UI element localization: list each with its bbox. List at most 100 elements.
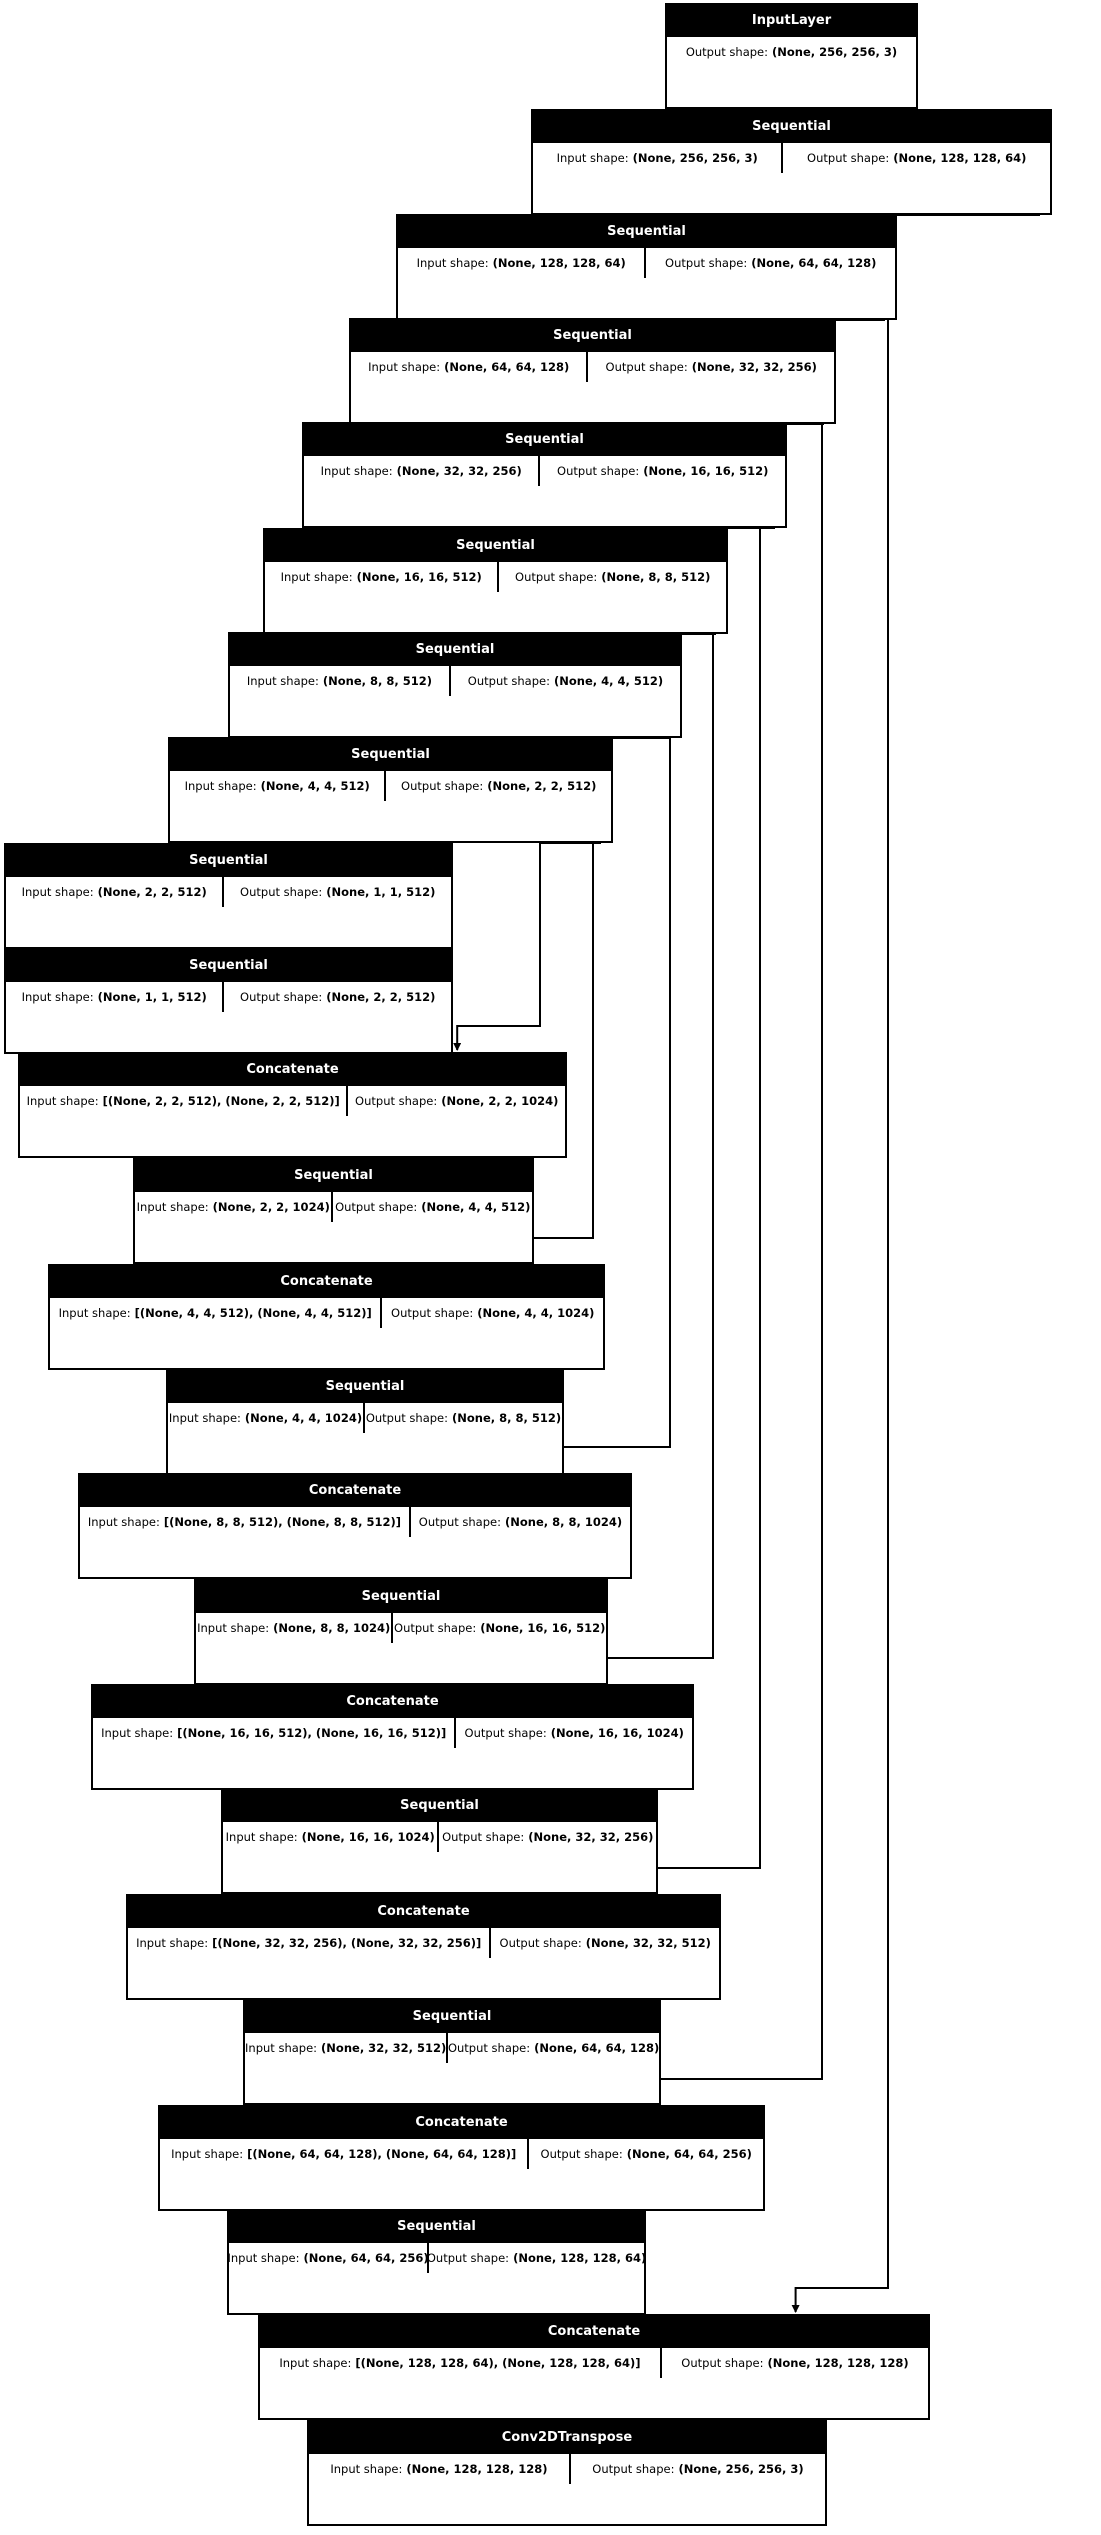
output-shape-cell: Output shape:(None, 8, 8, 512) (499, 562, 726, 592)
input-shape-prefix: Input shape: (87, 1515, 160, 1529)
input-shape-prefix: Input shape: (225, 1830, 298, 1844)
input-shape-prefix: Input shape: (26, 1094, 99, 1108)
input-shape-prefix: Input shape: (229, 2251, 300, 2265)
input-shape-cell: Input shape:(None, 4, 4, 512) (170, 771, 387, 801)
layer-shape-row: Input shape:[(None, 64, 64, 128), (None,… (160, 2139, 763, 2169)
layer-shape-row: Input shape:(None, 64, 64, 256)Output sh… (229, 2243, 644, 2273)
input-shape-value: (None, 32, 32, 256) (396, 464, 522, 478)
output-shape-value: (None, 256, 256, 3) (772, 45, 898, 59)
output-shape-value: (None, 32, 32, 256) (528, 1830, 654, 1844)
layer-type-label: Concatenate (80, 1475, 630, 1507)
output-shape-prefix: Output shape: (499, 1936, 582, 1950)
input-shape-value: (None, 128, 128, 128) (406, 2462, 548, 2476)
input-shape-value: (None, 8, 8, 512) (322, 674, 433, 688)
output-shape-prefix: Output shape: (240, 885, 323, 899)
input-shape-prefix: Input shape: (136, 1200, 209, 1214)
layer-type-label: Sequential (351, 320, 834, 352)
output-shape-value: (None, 128, 128, 64) (893, 151, 1027, 165)
input-shape-cell: Input shape:(None, 8, 8, 512) (230, 666, 451, 696)
output-shape-prefix: Output shape: (592, 2462, 675, 2476)
layer-shape-row: Input shape:(None, 128, 128, 128)Output … (309, 2454, 825, 2484)
input-shape-prefix: Input shape: (171, 2147, 244, 2161)
output-shape-cell: Output shape:(None, 2, 2, 1024) (348, 1086, 565, 1116)
layer-shape-row: Input shape:(None, 2, 2, 1024)Output sha… (135, 1192, 532, 1222)
output-shape-prefix: Output shape: (394, 1621, 477, 1635)
output-shape-value: (None, 16, 16, 512) (480, 1621, 606, 1635)
layer-type-label: Concatenate (20, 1054, 565, 1086)
output-shape-cell: Output shape:(None, 64, 64, 128) (448, 2033, 659, 2063)
output-shape-value: (None, 16, 16, 1024) (550, 1726, 684, 1740)
layer-shape-row: Input shape:(None, 64, 64, 128)Output sh… (351, 352, 834, 382)
output-shape-cell: Output shape:(None, 1, 1, 512) (224, 877, 451, 907)
output-shape-prefix: Output shape: (665, 256, 748, 270)
output-shape-value: (None, 4, 4, 512) (553, 674, 664, 688)
input-shape-prefix: Input shape: (320, 464, 393, 478)
output-shape-cell: Output shape:(None, 256, 256, 3) (667, 37, 916, 67)
layer-shape-row: Input shape:[(None, 16, 16, 512), (None,… (93, 1718, 692, 1748)
layer-shape-row: Input shape:(None, 4, 4, 1024)Output sha… (168, 1403, 562, 1433)
output-shape-prefix: Output shape: (365, 1411, 448, 1425)
input-shape-prefix: Input shape: (368, 360, 441, 374)
layer-type-label: Sequential (245, 2001, 659, 2033)
input-shape-cell: Input shape:[(None, 4, 4, 512), (None, 4… (50, 1298, 383, 1328)
output-shape-value: (None, 2, 2, 1024) (441, 1094, 559, 1108)
output-shape-value: (None, 64, 64, 128) (751, 256, 877, 270)
output-shape-prefix: Output shape: (442, 1830, 525, 1844)
input-shape-prefix: Input shape: (136, 1936, 209, 1950)
input-shape-cell: Input shape:(None, 4, 4, 1024) (168, 1403, 365, 1433)
input-shape-value: (None, 256, 256, 3) (632, 151, 758, 165)
input-shape-prefix: Input shape: (416, 256, 489, 270)
input-shape-prefix: Input shape: (245, 2041, 318, 2055)
output-shape-cell: Output shape:(None, 8, 8, 1024) (411, 1507, 630, 1537)
input-shape-value: (None, 1, 1, 512) (97, 990, 207, 1004)
output-shape-value: (None, 4, 4, 512) (421, 1200, 531, 1214)
output-shape-cell: Output shape:(None, 128, 128, 64) (429, 2243, 644, 2273)
input-shape-value: [(None, 32, 32, 256), (None, 32, 32, 256… (212, 1936, 482, 1950)
layer-type-label: Sequential (196, 1581, 606, 1613)
output-shape-cell: Output shape:(None, 2, 2, 512) (386, 771, 611, 801)
layer-shape-row: Input shape:(None, 16, 16, 512)Output sh… (265, 562, 726, 592)
layer-type-label: Sequential (304, 424, 785, 456)
output-shape-cell: Output shape:(None, 64, 64, 256) (529, 2139, 763, 2169)
layer-type-label: Conv2DTranspose (309, 2422, 825, 2454)
output-shape-cell: Output shape:(None, 64, 64, 128) (646, 248, 895, 278)
input-shape-cell: Input shape:(None, 64, 64, 128) (351, 352, 589, 382)
input-shape-cell: Input shape:[(None, 64, 64, 128), (None,… (160, 2139, 530, 2169)
edge-n1-to-n22 (791, 214, 1040, 2313)
input-shape-cell: Input shape:(None, 32, 32, 256) (304, 456, 541, 486)
output-shape-value: (None, 32, 32, 512) (585, 1936, 711, 1950)
layer-type-label: Concatenate (260, 2316, 928, 2348)
output-shape-prefix: Output shape: (515, 570, 598, 584)
edge-n7-to-n10 (453, 842, 601, 1051)
output-shape-prefix: Output shape: (240, 990, 323, 1004)
layer-type-label: Concatenate (160, 2107, 763, 2139)
output-shape-value: (None, 16, 16, 512) (643, 464, 769, 478)
layer-shape-row: Output shape:(None, 256, 256, 3) (667, 37, 916, 67)
output-shape-value: (None, 64, 64, 128) (534, 2041, 659, 2055)
input-shape-value: (None, 4, 4, 512) (260, 779, 370, 793)
